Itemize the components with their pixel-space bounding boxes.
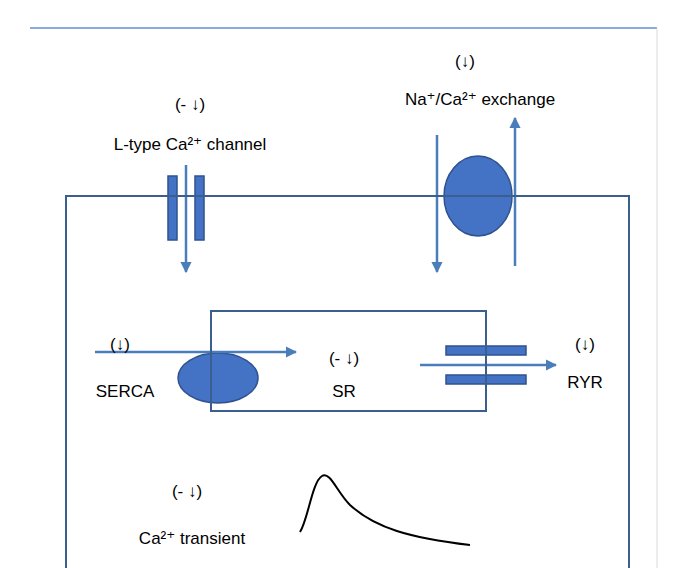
pump-label: SERCA (96, 382, 155, 402)
influx-arrow (436, 135, 439, 272)
trace-label: Ca²⁺ transient (139, 529, 245, 549)
side-rule (657, 28, 658, 568)
change-mark: (- ↓) (329, 349, 359, 369)
change-mark: (↓) (110, 335, 130, 355)
pump-symbol (178, 353, 258, 403)
change-mark: (↓) (455, 52, 475, 72)
change-mark: (- ↓) (172, 482, 202, 502)
change-mark: (↓) (575, 335, 595, 355)
channel-bar (168, 176, 177, 240)
release-arrow (420, 364, 556, 367)
channel-label: RYR (567, 373, 603, 393)
channel-bar (195, 176, 204, 240)
change-mark: (- ↓) (175, 95, 205, 115)
channel-label: L-type Ca²⁺ channel (114, 135, 267, 155)
exchanger-label: Na⁺/Ca²⁺ exchange (405, 90, 555, 110)
influx-arrow (185, 165, 188, 272)
reticulum-box: (- ↓) SR (210, 310, 487, 412)
efflux-arrow (514, 118, 517, 266)
cell-outline: (- ↓) Ca²⁺ transient (- ↓) SR (65, 195, 630, 568)
transient-trace (300, 475, 470, 545)
compartment-label: SR (332, 382, 356, 402)
top-rule (30, 27, 657, 29)
